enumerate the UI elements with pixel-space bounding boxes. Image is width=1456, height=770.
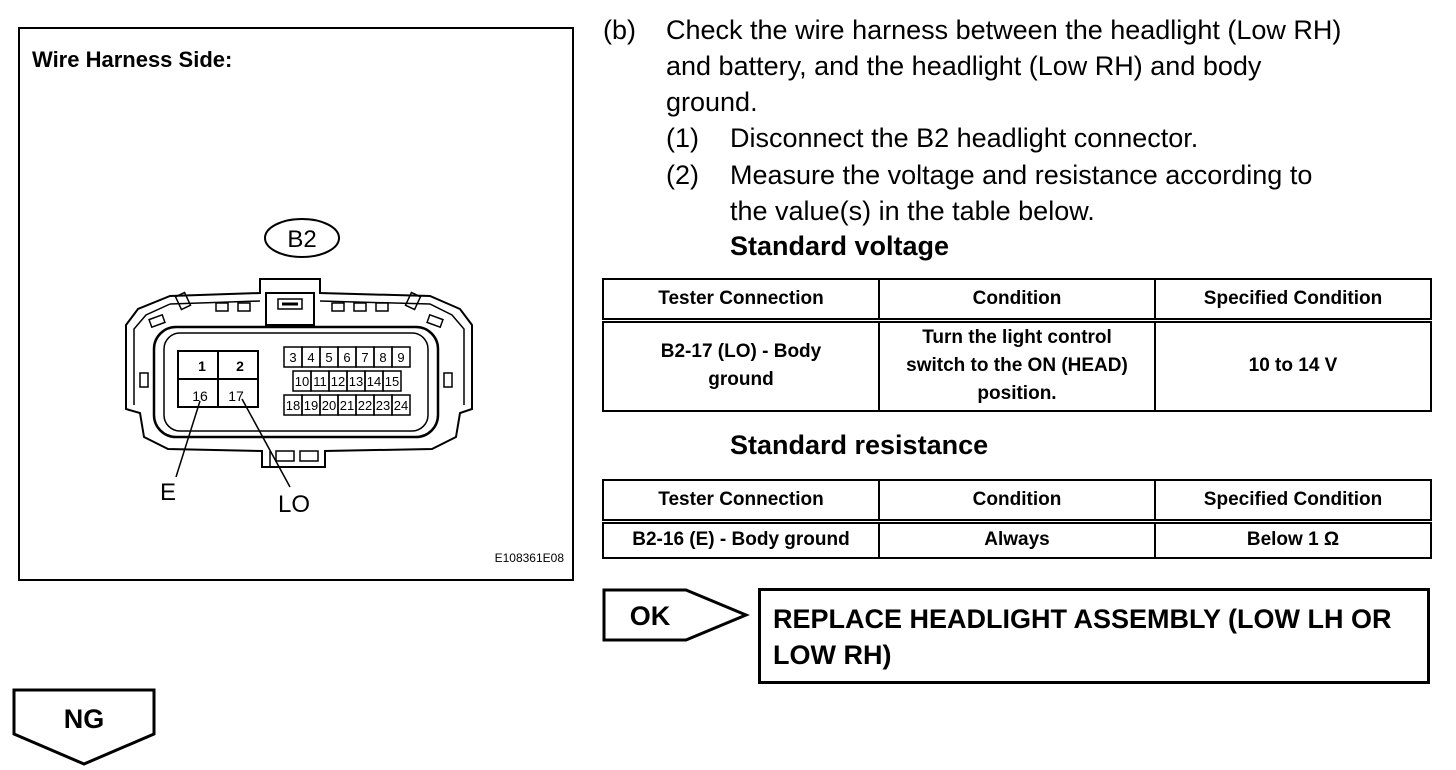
connector-figure: Wire Harness Side: B2	[18, 27, 574, 581]
ok-arrow-shape	[602, 588, 750, 642]
pin-label: 2	[236, 358, 244, 374]
table-header: Specified Condition	[1154, 479, 1432, 524]
ng-label: NG	[64, 704, 105, 734]
pin-label: 20	[322, 398, 336, 413]
sub1-text: Disconnect the B2 headlight connector.	[730, 123, 1199, 153]
ng-arrow-shape	[12, 688, 156, 766]
table-cell: Below 1 Ω	[1154, 520, 1432, 559]
figure-code: E108361E08	[494, 551, 564, 565]
connector-label-ellipse	[264, 218, 340, 258]
table-cell: Turn the light control switch to the ON …	[878, 319, 1156, 412]
left-pin-block: 1 2 16 17	[177, 350, 259, 408]
resistance-table: Tester Connection Condition Specified Co…	[602, 479, 1432, 559]
sub2-marker: (2)	[666, 160, 699, 190]
result-action-box: REPLACE HEADLIGHT ASSEMBLY (LOW LH OR LO…	[758, 588, 1430, 684]
pin-label: 21	[340, 398, 354, 413]
pin-label: 13	[349, 374, 363, 389]
table-cell: 10 to 14 V	[1154, 319, 1432, 412]
table-row: B2-17 (LO) - Body ground Turn the light …	[602, 319, 1432, 412]
pin-label: 22	[358, 398, 372, 413]
pin-label: 5	[325, 350, 332, 365]
ok-arrow[interactable]: OK	[602, 588, 752, 644]
pin-label: 8	[379, 350, 386, 365]
sub2-line-2: the value(s) in the table below.	[730, 196, 1095, 226]
table-header: Tester Connection	[602, 278, 880, 323]
connector-latch	[265, 292, 315, 326]
pin-label: 23	[376, 398, 390, 413]
result-text: REPLACE HEADLIGHT ASSEMBLY (LOW LH OR LO…	[773, 604, 1392, 670]
step-line-2: and battery, and the headlight (Low RH) …	[666, 51, 1262, 81]
callout-line-lo	[241, 398, 291, 488]
callout-lo: LO	[278, 491, 310, 518]
pin-cell	[391, 394, 411, 416]
step-marker: (b)	[603, 15, 636, 45]
pin-label: 9	[397, 350, 404, 365]
table-header: Tester Connection	[602, 479, 880, 524]
table-header: Specified Condition	[1154, 278, 1432, 323]
voltage-table: Tester Connection Condition Specified Co…	[602, 278, 1432, 412]
pin-label: 7	[361, 350, 368, 365]
figure-title: Wire Harness Side:	[32, 47, 233, 72]
pin-label: 18	[286, 398, 300, 413]
table-cell: B2-17 (LO) - Body ground	[602, 319, 880, 412]
callout-e: E	[160, 479, 176, 506]
pin-label: 4	[307, 350, 314, 365]
step-line-3: ground.	[666, 87, 758, 117]
table-row: B2-16 (E) - Body ground Always Below 1 Ω	[602, 520, 1432, 559]
step-line-1: Check the wire harness between the headl…	[666, 15, 1342, 45]
pin-label: 1	[198, 358, 206, 374]
sub1-marker: (1)	[666, 123, 699, 153]
pin-label: 15	[385, 374, 399, 389]
pin-label: 11	[313, 374, 327, 389]
pin-label: 17	[228, 388, 244, 404]
connector-diagram: B2 1 2 1	[125, 218, 473, 518]
resistance-heading: Standard resistance	[730, 430, 989, 460]
pin-label: 14	[367, 374, 381, 389]
pin-label: 24	[394, 398, 408, 413]
pin-cell	[382, 370, 402, 392]
pin-label: 19	[304, 398, 318, 413]
table-cell: Always	[878, 520, 1156, 559]
ng-arrow[interactable]: NG	[12, 688, 160, 768]
sub2-line-1: Measure the voltage and resistance accor…	[730, 160, 1313, 190]
table-header: Condition	[878, 479, 1156, 524]
pin-cell	[391, 346, 411, 368]
connector-body	[152, 325, 440, 439]
table-cell: B2-16 (E) - Body ground	[602, 520, 880, 559]
ok-label: OK	[630, 601, 671, 631]
pin-label: 16	[192, 388, 208, 404]
connector-shell	[125, 278, 473, 468]
pin-label: 3	[289, 350, 296, 365]
table-header: Condition	[878, 278, 1156, 323]
voltage-heading: Standard voltage	[730, 231, 950, 261]
pin-label: 12	[331, 374, 345, 389]
callout-line-e	[175, 400, 201, 478]
pin-label: 6	[343, 350, 350, 365]
pin-label: 10	[295, 374, 309, 389]
connector-label: B2	[287, 226, 316, 253]
